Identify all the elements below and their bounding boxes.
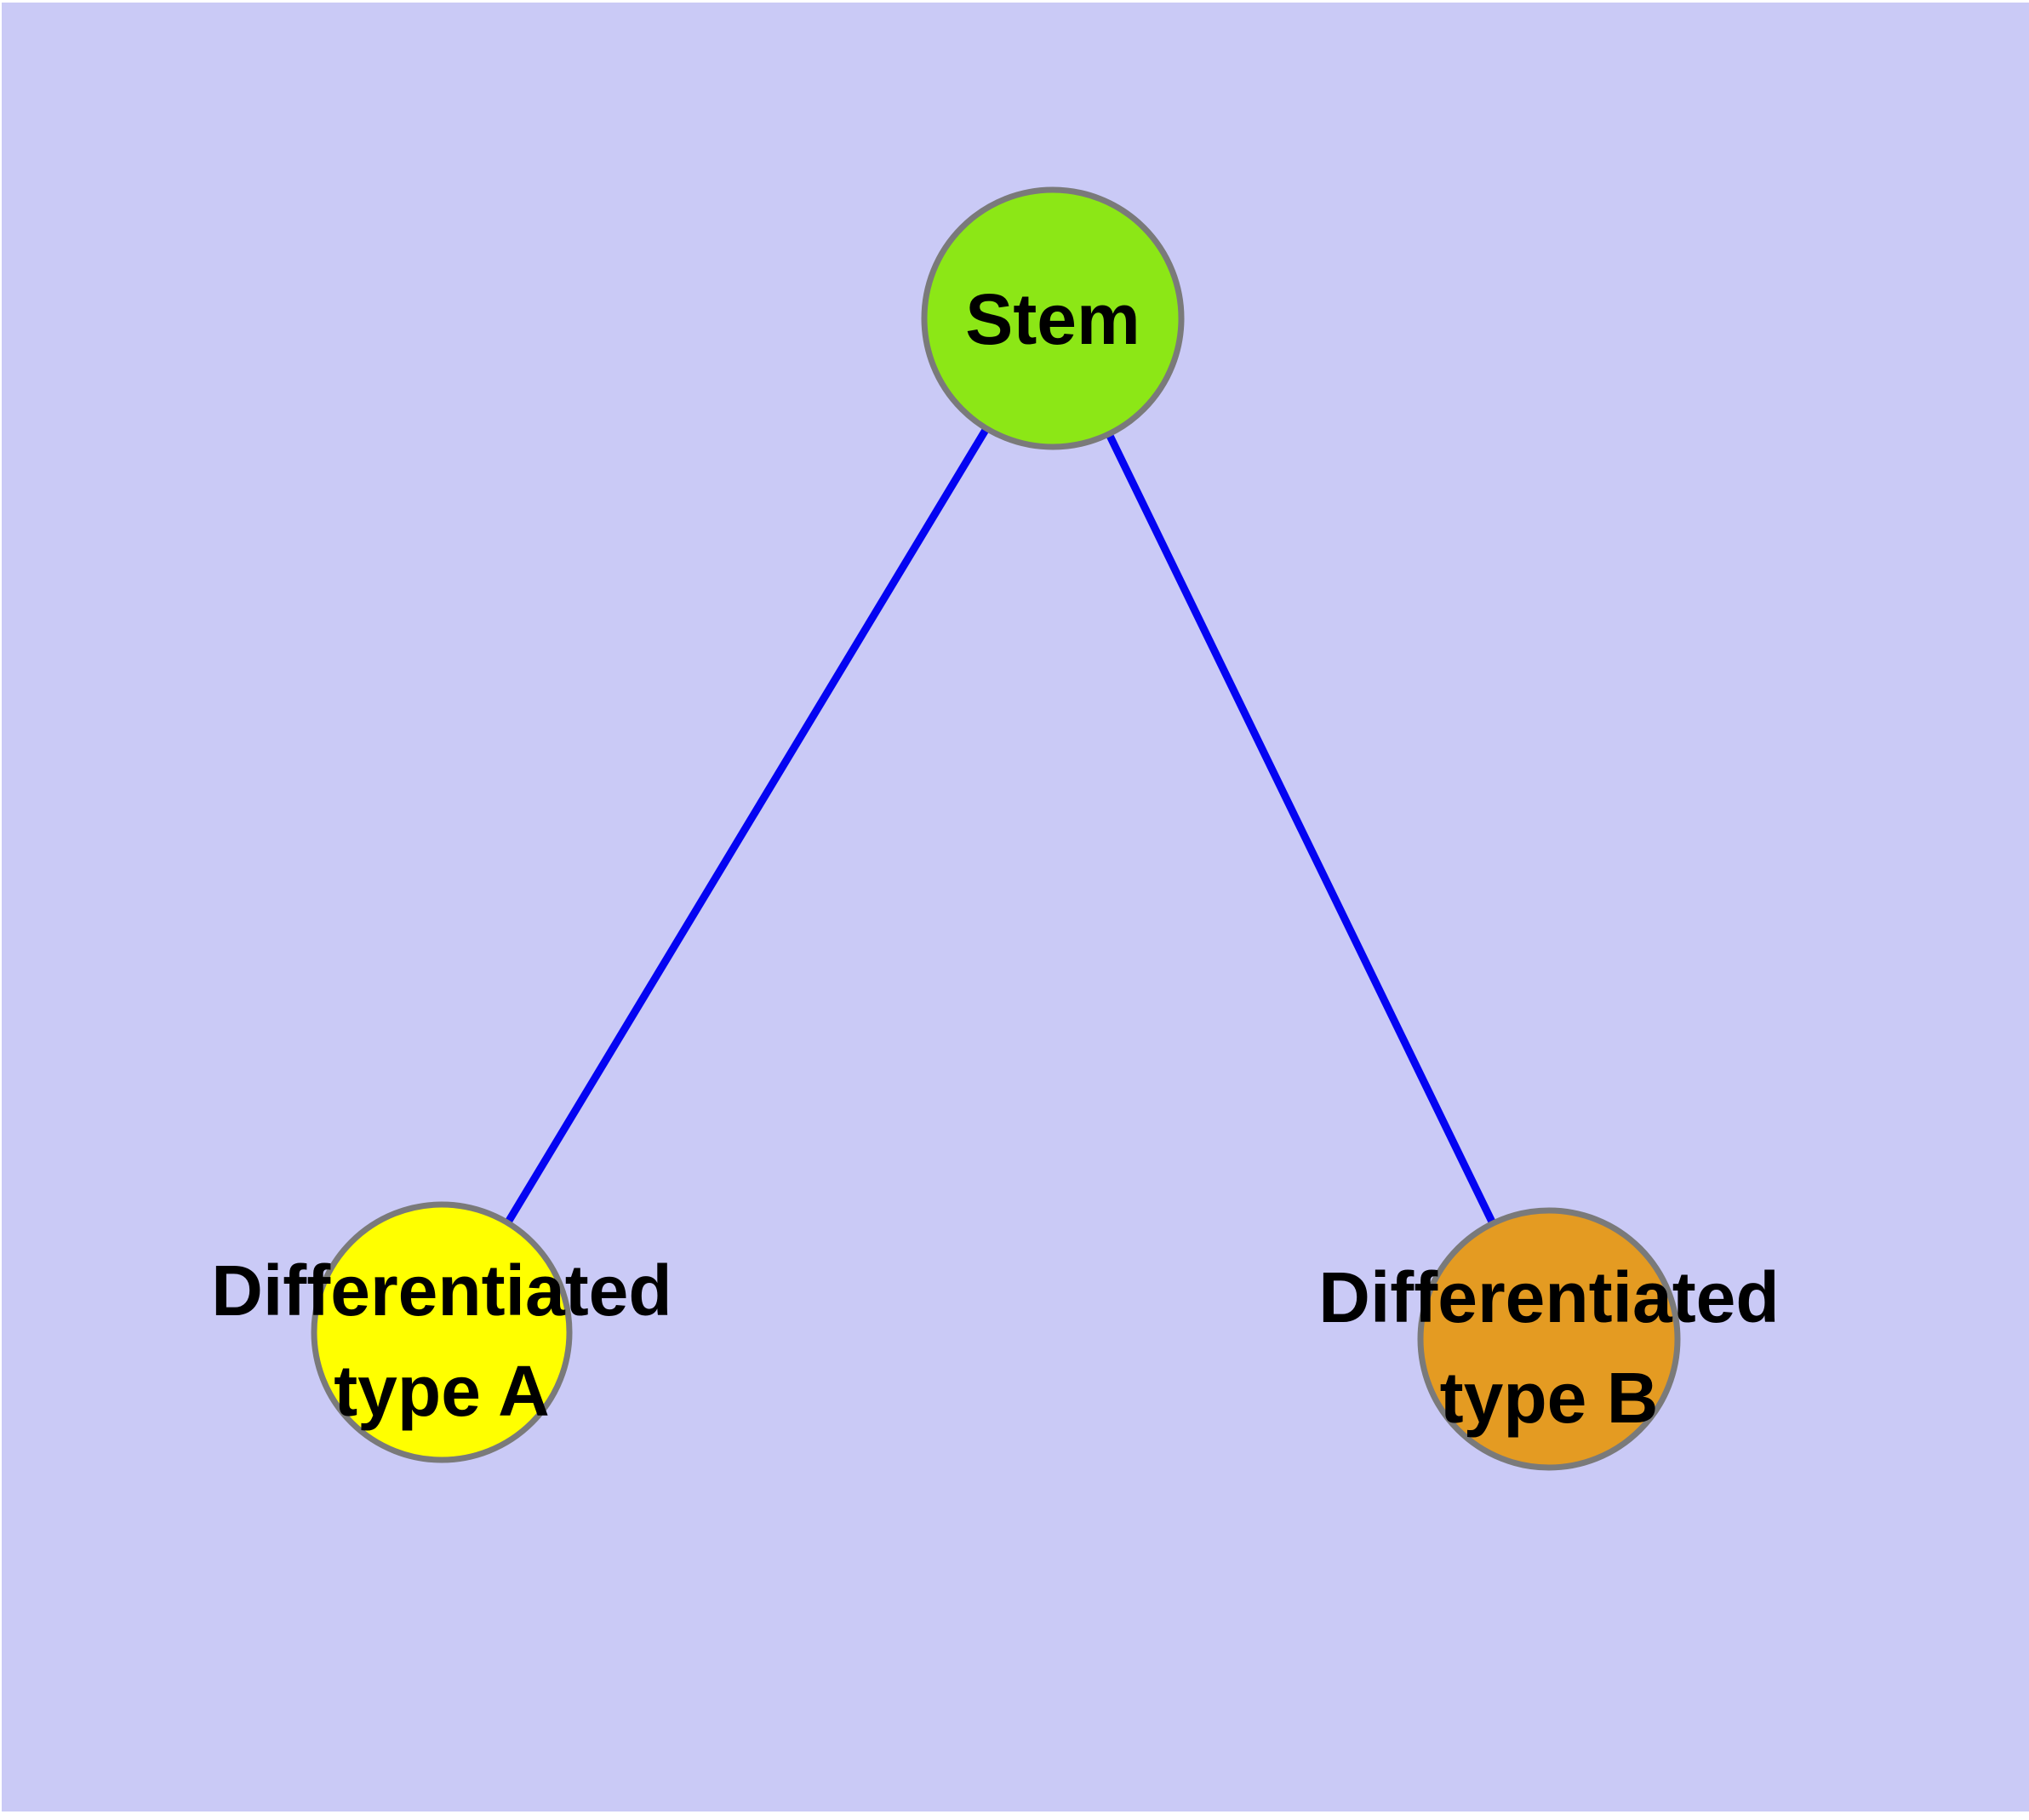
node-differentiated-type-b xyxy=(1417,1207,1681,1471)
node-stem-label: Stem xyxy=(965,279,1140,359)
node-type-a-label-line2: type A xyxy=(334,1351,550,1431)
node-type-a-label-line1: Differentiated xyxy=(211,1251,672,1331)
edge-stem-to-type-a xyxy=(437,314,1057,1336)
node-type-b-label-line2: type B xyxy=(1440,1358,1659,1438)
edge-stem-to-type-b xyxy=(1049,314,1553,1343)
node-differentiated-type-a xyxy=(311,1201,573,1463)
node-type-b-label-line1: Differentiated xyxy=(1318,1257,1779,1337)
node-stem xyxy=(921,186,1185,450)
